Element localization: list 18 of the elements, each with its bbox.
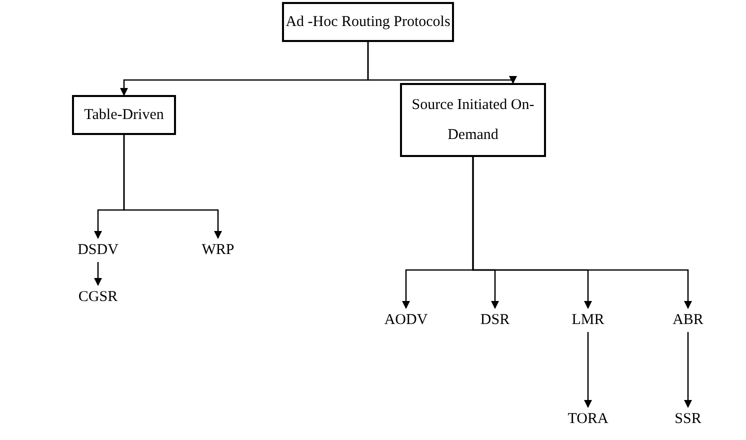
protocol-label: AODV	[378, 308, 434, 332]
connector-arrow	[367, 42, 517, 84]
connector-arrow	[684, 331, 692, 408]
category-box: Ad -Hoc Routing Protocols	[282, 2, 454, 42]
protocol-label: ABR	[660, 308, 716, 332]
connector-arrow	[94, 261, 102, 286]
protocol-label: WRP	[190, 238, 246, 262]
protocol-label: TORA	[560, 407, 616, 431]
category-box: Source Initiated On-Demand	[400, 83, 546, 157]
protocol-label: CGSR	[70, 285, 126, 309]
protocol-label: DSR	[467, 308, 523, 332]
category-box: Table-Driven	[72, 95, 176, 135]
connector-arrow	[584, 331, 592, 408]
connector-arrow	[472, 157, 692, 309]
connector-arrow	[123, 135, 222, 239]
protocol-label: SSR	[660, 407, 716, 431]
protocol-label: DSDV	[70, 238, 126, 262]
protocol-label: LMR	[560, 308, 616, 332]
